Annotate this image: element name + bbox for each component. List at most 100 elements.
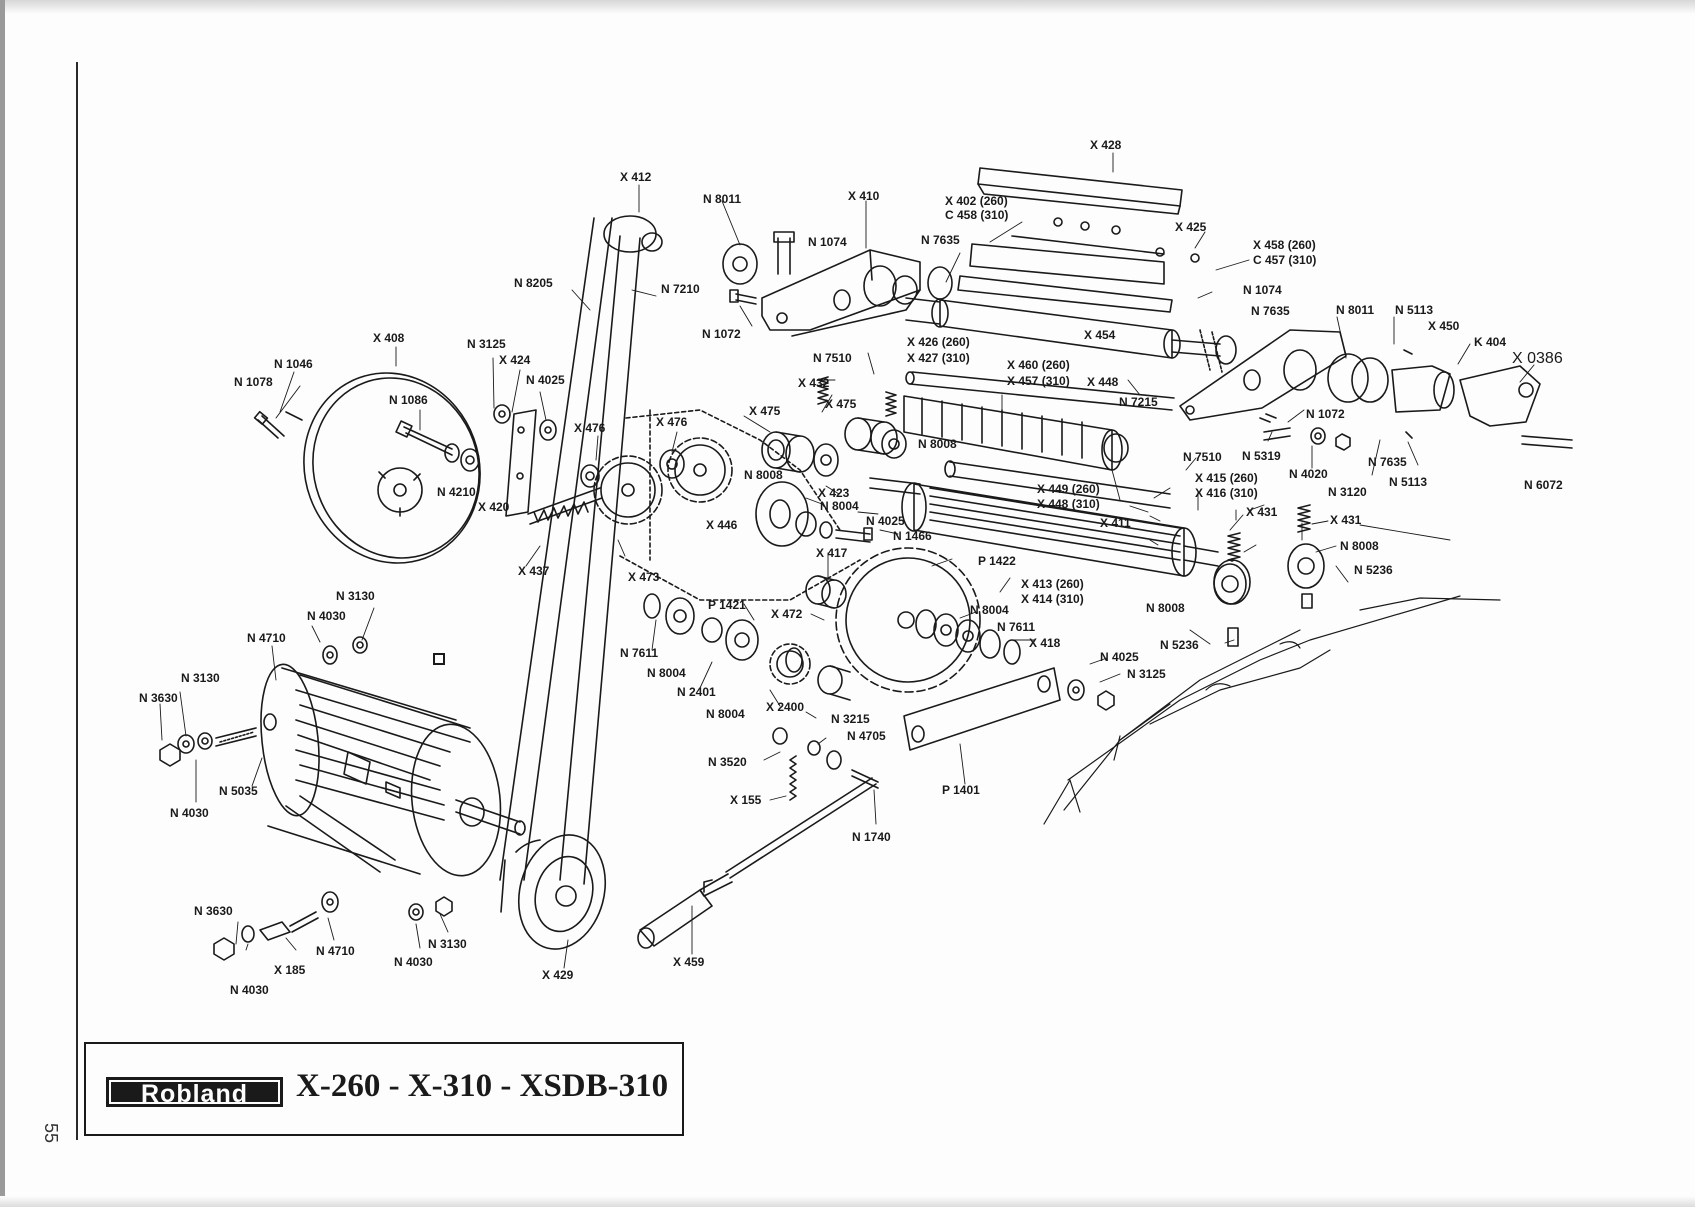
part-label-n3520: N 3520 xyxy=(708,755,747,769)
part-label-x475b: X 475 xyxy=(825,397,857,411)
part-label-c458: C 458 (310) xyxy=(945,208,1008,222)
part-label-x431b: X 431 xyxy=(1330,513,1362,527)
part-label-n4710a: N 4710 xyxy=(247,631,286,645)
part-label-x411: X 411 xyxy=(1100,516,1131,530)
part-label-n7635b: N 7635 xyxy=(921,233,960,247)
part-label-x459: X 459 xyxy=(673,955,705,969)
part-label-n4210: N 4210 xyxy=(437,485,476,499)
lever-and-handle-drawing xyxy=(637,667,1061,949)
part-label-c457: C 457 (310) xyxy=(1253,253,1316,267)
part-label-n1046: N 1046 xyxy=(274,357,313,371)
table-frame-drawing xyxy=(1043,595,1501,825)
part-label-n1072b: N 1072 xyxy=(1306,407,1345,421)
part-label-n3630a: N 3630 xyxy=(139,691,178,705)
part-label-x415: X 415 (260) xyxy=(1195,471,1258,485)
part-label-n5236b: N 5236 xyxy=(1160,638,1199,652)
part-label-x416: X 416 (310) xyxy=(1195,486,1258,500)
part-label-x448a: X 448 xyxy=(1087,375,1119,389)
cover-plates-drawing xyxy=(957,167,1200,313)
part-label-n1074b: N 1074 xyxy=(1243,283,1282,297)
part-label-n4030a: N 4030 xyxy=(307,609,346,623)
part-label-n7210: N 7210 xyxy=(661,282,700,296)
part-label-n5236a: N 5236 xyxy=(1354,563,1393,577)
part-label-n7611a: N 7611 xyxy=(620,646,658,660)
drive-belt-drawing xyxy=(499,215,663,950)
part-label-x155: X 155 xyxy=(730,793,762,807)
part-label-x431a: X 431 xyxy=(1246,505,1278,519)
part-label-x417: X 417 xyxy=(816,546,848,560)
part-label-p1401: P 1401 xyxy=(942,783,980,797)
part-label-n7510a: N 7510 xyxy=(813,351,852,365)
part-label-n3130b: N 3130 xyxy=(181,671,220,685)
part-label-n4025c: N 4025 xyxy=(1100,650,1139,664)
part-label-n8004a: N 8004 xyxy=(820,499,859,513)
scan-top-shadow xyxy=(0,0,1695,14)
part-label-x450: X 450 xyxy=(1428,319,1460,333)
part-label-x423: X 423 xyxy=(818,486,850,500)
part-label-x424: X 424 xyxy=(499,353,531,367)
part-label-n5035: N 5035 xyxy=(219,784,258,798)
part-label-n1466: N 1466 xyxy=(893,529,932,543)
part-label-n2401: N 2401 xyxy=(677,685,716,699)
part-label-x2400: X 2400 xyxy=(766,700,804,714)
part-label-n4025a: N 4025 xyxy=(526,373,565,387)
part-label-n7635a: N 7635 xyxy=(1251,304,1290,318)
scan-left-shadow xyxy=(0,0,5,1207)
part-label-n4705: N 4705 xyxy=(847,729,886,743)
part-label-n8205: N 8205 xyxy=(514,276,553,290)
part-label-x449: X 449 (260) xyxy=(1037,482,1100,496)
part-label-x454: X 454 xyxy=(1084,328,1116,342)
part-label-x412: X 412 xyxy=(620,170,652,184)
large-pulley-drawing xyxy=(303,372,481,564)
part-label-p1422: P 1422 xyxy=(978,554,1016,568)
part-label-n1078: N 1078 xyxy=(234,375,273,389)
part-label-n8004d: N 8004 xyxy=(706,707,745,721)
part-label-n8008d: N 8008 xyxy=(1146,601,1185,615)
part-label-x472: X 472 xyxy=(771,607,803,621)
part-label-n3120: N 3120 xyxy=(1328,485,1367,499)
part-label-x413: X 413 (260) xyxy=(1021,577,1084,591)
part-label-n7510b: N 7510 xyxy=(1183,450,1222,464)
part-label-n8004b: N 8004 xyxy=(970,603,1009,617)
part-label-x458: X 458 (260) xyxy=(1253,238,1316,252)
pulley-bolts-drawing xyxy=(253,410,480,472)
part-label-x432: X 432 xyxy=(798,376,830,390)
part-label-x428: X 428 xyxy=(1090,138,1122,152)
part-label-x426: X 426 (260) xyxy=(907,335,970,349)
feed-rollers-drawing xyxy=(869,371,1247,605)
part-label-n7215: N 7215 xyxy=(1119,395,1158,409)
motor-drawing xyxy=(260,663,526,877)
sprockets-drawing xyxy=(593,437,981,693)
part-label-x476a: X 476 xyxy=(574,421,606,435)
part-label-n3215: N 3215 xyxy=(831,712,870,726)
part-label-x425: X 425 xyxy=(1175,220,1207,234)
part-label-n4020: N 4020 xyxy=(1289,467,1328,481)
part-label-x420: X 420 xyxy=(478,500,510,514)
title-block: Robland X-260 - X-310 - XSDB-310 xyxy=(84,1042,684,1136)
part-label-n4030c: N 4030 xyxy=(394,955,433,969)
part-label-x457: X 457 (310) xyxy=(1007,374,1070,388)
part-label-x427: X 427 (310) xyxy=(907,351,970,365)
leader-lines xyxy=(159,152,1535,969)
brand-logo: Robland xyxy=(106,1077,283,1108)
part-label-x446: X 446 xyxy=(706,518,738,532)
part-label-x410: X 410 xyxy=(848,189,880,203)
part-label-x475a: X 475 xyxy=(749,404,781,418)
part-label-n1074a: N 1074 xyxy=(808,235,847,249)
part-label-x437: X 437 xyxy=(518,564,550,578)
part-label-x448b: X 448 (310) xyxy=(1037,497,1100,511)
part-label-x408: X 408 xyxy=(373,331,405,345)
part-label-x473: X 473 xyxy=(628,570,660,584)
part-label-n5113b: N 5113 xyxy=(1389,475,1427,489)
part-label-p1421: P 1421 xyxy=(708,598,746,612)
part-label-n7635c: N 7635 xyxy=(1368,455,1407,469)
part-label-n1072a: N 1072 xyxy=(702,327,741,341)
part-label-n5113a: N 5113 xyxy=(1395,303,1433,317)
part-label-x414: X 414 (310) xyxy=(1021,592,1084,606)
part-label-x0386: X 0386 xyxy=(1512,350,1563,367)
part-label-n3125b: N 3125 xyxy=(1127,667,1166,681)
part-label-n8008a: N 8008 xyxy=(918,437,957,451)
part-label-n4710b: N 4710 xyxy=(316,944,355,958)
